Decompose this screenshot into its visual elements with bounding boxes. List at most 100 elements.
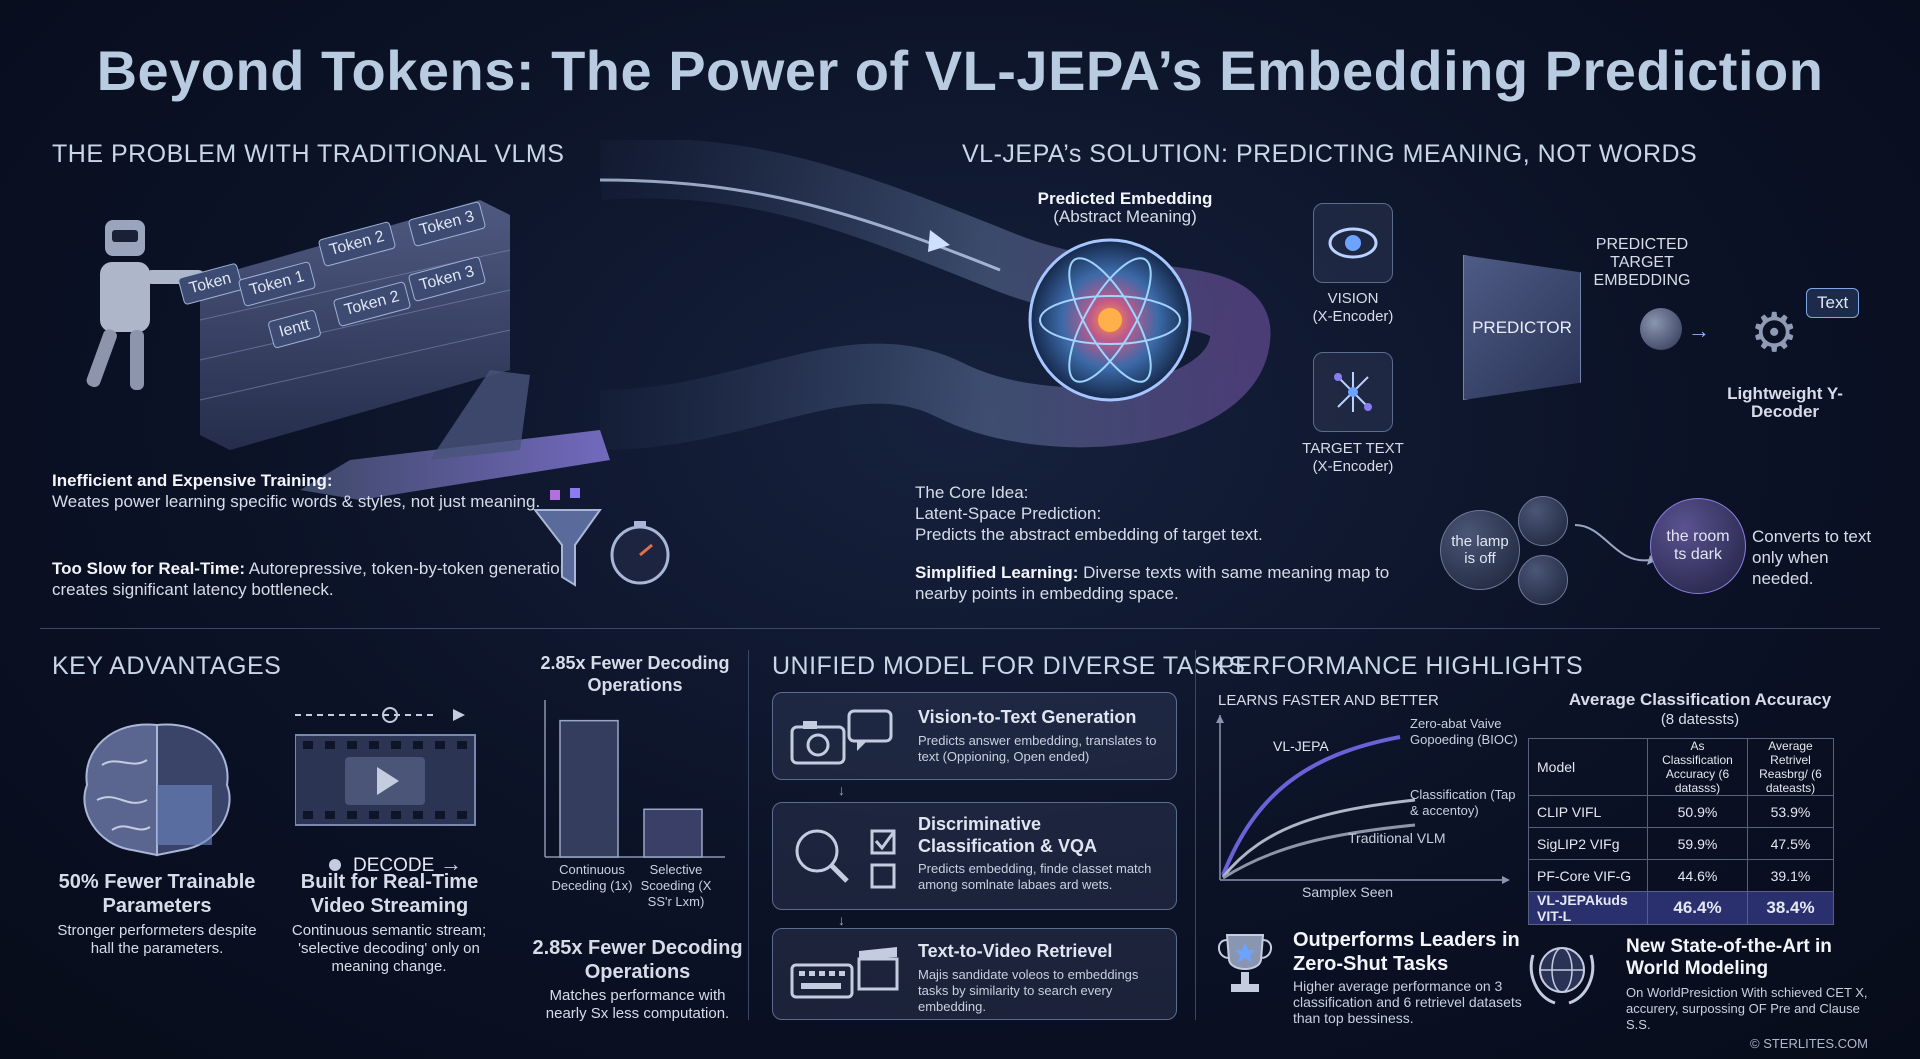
flow-arrow-icon bbox=[928, 230, 950, 252]
decoder-label: Lightweight Y-Decoder bbox=[1727, 384, 1843, 421]
curve-label-zeroshot: Zero-abat Vaive Gopoeding (BIOC) bbox=[1410, 716, 1518, 747]
chart-title: 2.85x Fewer Decoding Operations bbox=[540, 653, 730, 695]
table-cell: 46.4% bbox=[1647, 891, 1748, 925]
vision-label: VISION(X-Encoder) bbox=[1312, 290, 1394, 325]
solution-heading: VL-JEPA’s SOLUTION: PREDICTING MEANING, … bbox=[962, 140, 1698, 168]
page-title: Beyond Tokens: The Power of VL-JEPA’s Em… bbox=[96, 39, 1824, 102]
curve-label-classification: Classification (Tap & accentoy) bbox=[1410, 787, 1516, 818]
embedding-sphere bbox=[1640, 308, 1682, 350]
table-cell: 53.9% bbox=[1747, 795, 1834, 828]
converts-note: Converts to text only when needed. bbox=[1752, 527, 1872, 588]
decoding-ops-bar-chart bbox=[544, 700, 725, 858]
performance-table: Model As Classification Accuracy (6 data… bbox=[1528, 738, 1834, 925]
arrow-right-icon: → bbox=[1688, 318, 1710, 343]
advantages-heading: KEY ADVANTAGES bbox=[52, 652, 282, 680]
problem-point-1: Inefficient and Expensive Training: Weat… bbox=[52, 471, 541, 511]
decode-label: DECODE bbox=[353, 855, 435, 876]
bar-label: Continuous Deceding (1x) bbox=[551, 862, 633, 893]
table-cell: 59.9% bbox=[1647, 827, 1748, 860]
advantage-3-text: Matches performance with nearly Sx less … bbox=[545, 987, 730, 1022]
decoded-meaning-bubble: the room ts dark bbox=[1650, 498, 1746, 594]
table-cell: PF-Core VIF-G bbox=[1528, 859, 1648, 892]
token-chip: Token 2 bbox=[317, 220, 397, 268]
text-output-badge: Text bbox=[1806, 288, 1860, 318]
traditional-vlm-curve bbox=[1222, 823, 1416, 880]
table-cell: 47.5% bbox=[1747, 827, 1834, 860]
eye-icon bbox=[1328, 227, 1378, 259]
globe-laurel-icon bbox=[1529, 947, 1595, 1005]
vision-encoder-box bbox=[1313, 203, 1393, 283]
brain-icon bbox=[83, 723, 231, 857]
target-text-encoder-box bbox=[1313, 352, 1393, 432]
token-stairs bbox=[300, 430, 610, 500]
advantage-3-title: 2.85x Fewer Decoding Operations bbox=[532, 937, 743, 983]
section-divider bbox=[40, 628, 1880, 629]
task-title: Discriminative Classification & VQA bbox=[918, 814, 1098, 856]
table-header: As Classification Accuracy (6 datasss) bbox=[1647, 738, 1748, 796]
predicted-target-embedding-label: PREDICTED TARGET EMBEDDING bbox=[1593, 236, 1691, 289]
table-title: Average Classification Accuracy (8 dates… bbox=[1568, 690, 1832, 728]
target-text-label: TARGET TEXT(X-Encoder) bbox=[1302, 440, 1404, 475]
footer-credit: © STERLITES.COM bbox=[1750, 1036, 1868, 1051]
classification-curve bbox=[1221, 798, 1416, 878]
table-header-row: Model As Classification Accuracy (6 data… bbox=[1528, 738, 1834, 796]
funnel-icon bbox=[532, 509, 602, 587]
advantage-1-title: 50% Fewer Trainable Parameters bbox=[58, 871, 256, 917]
vl-jepa-curve bbox=[1221, 735, 1401, 876]
table-header: Model bbox=[1528, 738, 1648, 796]
section-divider bbox=[1195, 650, 1196, 1020]
problem-point-2: Too Slow for Real-Time: Autorepressive, … bbox=[52, 559, 570, 599]
core-idea: The Core Idea: Latent-Space Prediction: … bbox=[915, 483, 1263, 544]
bar-label: Selective Scoeding (X SS'r Lxm) bbox=[640, 862, 712, 909]
trophy-icon bbox=[1218, 934, 1272, 992]
sota-text: On WorldPresiction With schieved CET X, … bbox=[1626, 985, 1868, 1032]
magnifier-checklist-icon bbox=[795, 829, 896, 889]
unified-heading: UNIFIED MODEL FOR DIVERSE TASKS bbox=[772, 652, 1246, 680]
task-desc: Predicts answer embedding, translates to… bbox=[918, 733, 1157, 764]
task-title: Text-to-Video Retrievel bbox=[918, 941, 1113, 961]
table-cell: VL-JEPAkuds VIT-L bbox=[1528, 891, 1648, 925]
meaning-bubble-small bbox=[1518, 496, 1568, 546]
table-cell: 38.4% bbox=[1747, 891, 1834, 925]
token-chip: Token 1 bbox=[237, 260, 317, 308]
table-cell: CLIP VIFL bbox=[1528, 795, 1648, 828]
curve-label-traditional: Traditional VLM bbox=[1348, 830, 1446, 846]
camera-chat-icon bbox=[790, 709, 893, 765]
table-cell: 44.6% bbox=[1647, 859, 1748, 892]
token-chip: Token 3 bbox=[407, 255, 487, 303]
learning-curve-chart bbox=[1216, 715, 1510, 884]
play-icon bbox=[377, 767, 399, 795]
task-card-vision-to-text: Vision-to-Text Generation Predicts answe… bbox=[772, 692, 1177, 780]
embedding-stream bbox=[600, 140, 1271, 450]
curve-title: LEARNS FASTER AND BETTER bbox=[1218, 692, 1439, 709]
network-icon bbox=[1334, 372, 1372, 412]
arrow-down-icon: ↓ bbox=[838, 782, 845, 798]
bar-0 bbox=[559, 719, 619, 858]
curve-x-label: Samplex Seen bbox=[1302, 884, 1394, 900]
table-cell: 39.1% bbox=[1747, 859, 1834, 892]
section-divider bbox=[748, 650, 749, 1020]
predicted-embedding-label: Predicted Embedding (Abstract Meaning) bbox=[1037, 189, 1213, 226]
table-cell: SigLIP2 VIFg bbox=[1528, 827, 1648, 860]
predictor-block: PREDICTOR bbox=[1463, 255, 1581, 400]
table-cell: 50.9% bbox=[1647, 795, 1748, 828]
table-header: Average Retrivel Reasbrg/ (6 dateasts) bbox=[1747, 738, 1834, 796]
sota-title: New State-of-the-Art in World Modeling bbox=[1626, 936, 1832, 979]
robot-icon bbox=[86, 220, 205, 390]
funnel-stopwatch-icons bbox=[532, 488, 670, 587]
gear-icon: ⚙ bbox=[1750, 303, 1799, 363]
outperforms-text: Higher average performance on 3 classifi… bbox=[1293, 978, 1522, 1026]
token-chips: Token Token 1 Token 2 Token 3 Ientt Toke… bbox=[177, 200, 640, 349]
keyboard-clapper-icon bbox=[790, 947, 899, 999]
curve-label-vljepa: VL-JEPA bbox=[1273, 738, 1329, 754]
task-card-retrieval: Text-to-Video Retrievel Majis sandidate … bbox=[772, 928, 1177, 1020]
performance-heading: PERFORMANCE HIGHLIGHTS bbox=[1218, 652, 1584, 680]
task-card-classification: Discriminative Classification & VQA Pred… bbox=[772, 802, 1177, 910]
meaning-bubble-small bbox=[1518, 555, 1568, 605]
advantage-2-text: Continuous semantic stream; 'selective d… bbox=[291, 922, 487, 975]
advantage-2-title: Built for Real-Time Video Streaming bbox=[300, 871, 479, 917]
token-chip: Token 3 bbox=[407, 200, 487, 248]
